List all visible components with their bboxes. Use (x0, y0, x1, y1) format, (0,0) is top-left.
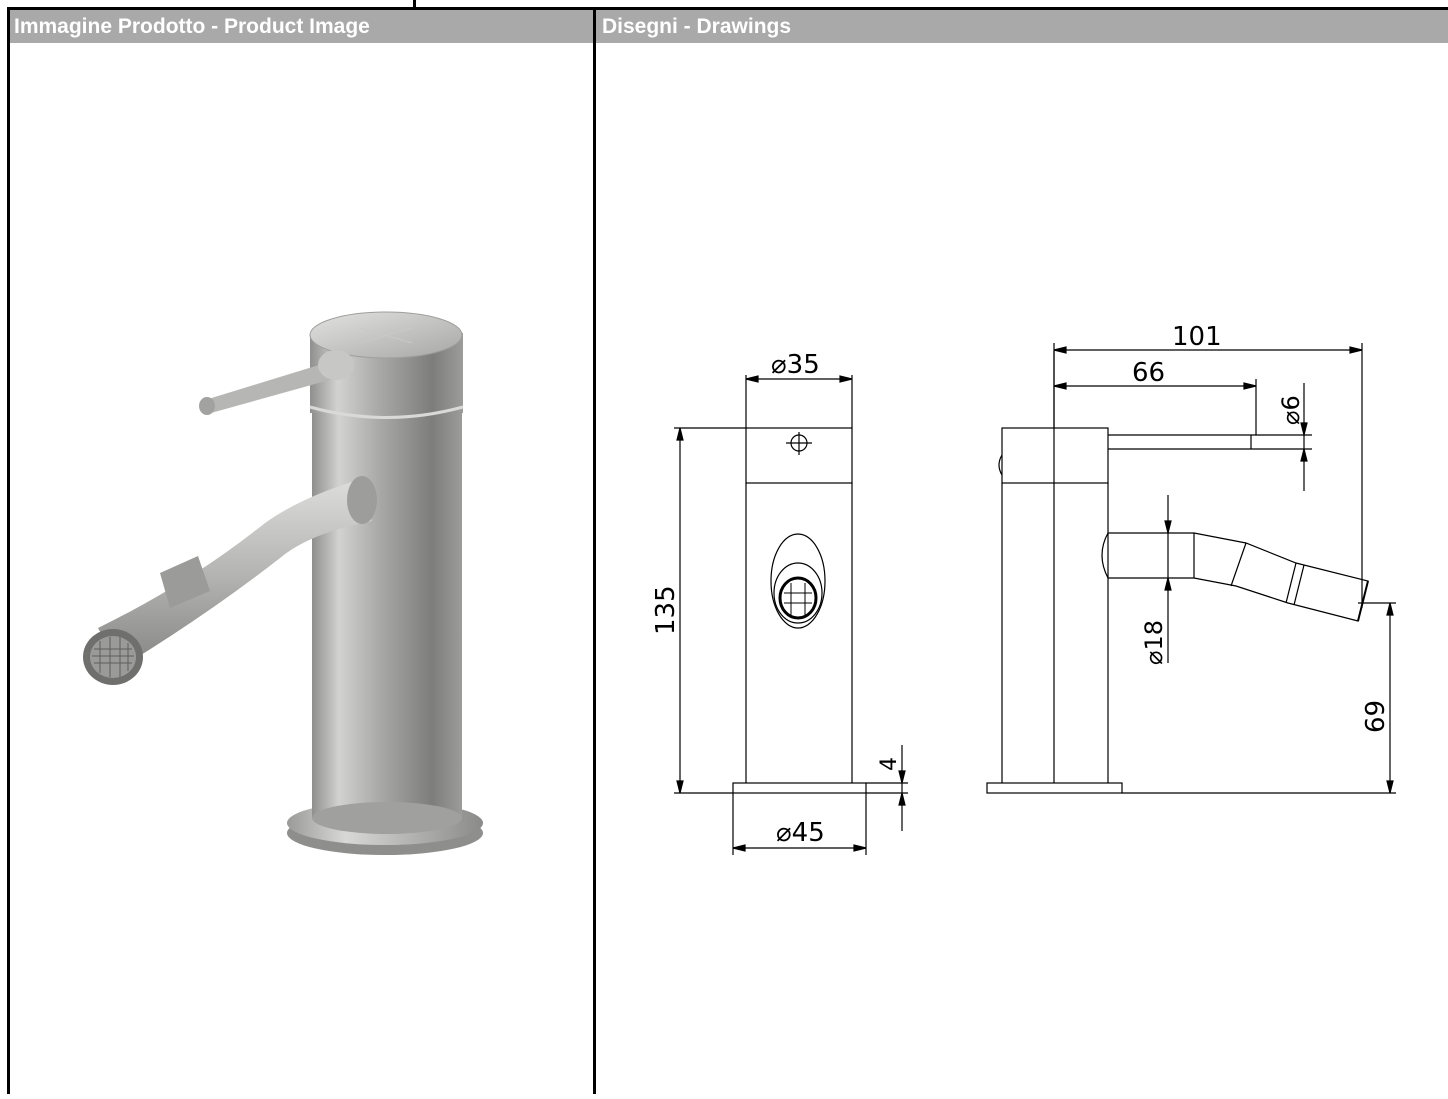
dim-lever-reach: 66 (1132, 358, 1165, 388)
drawings-panel: ⌀35 135 ⌀45 4 (596, 43, 1448, 1094)
faucet-body (312, 363, 462, 818)
side-view: 101 66 ⌀6 ⌀18 (986, 322, 1396, 794)
dim-body-diameter: ⌀35 (771, 350, 820, 380)
lever (205, 361, 340, 413)
top-cell-divider (413, 0, 416, 8)
top-border (8, 7, 1448, 10)
dim-spout-diameter: ⌀18 (1140, 620, 1168, 665)
dim-base-thickness: 4 (877, 757, 902, 771)
product-image (83, 311, 483, 855)
dim-total-height: 135 (651, 585, 681, 635)
spout (98, 481, 372, 668)
technical-drawing: ⌀35 135 ⌀45 4 (651, 322, 1396, 855)
dim-base-diameter: ⌀45 (776, 818, 825, 848)
product-image-header: Immagine Prodotto - Product Image (10, 10, 593, 43)
dim-lever-diameter: ⌀6 (1277, 395, 1305, 425)
column-divider (593, 7, 596, 1094)
dim-spout-height: 69 (1361, 700, 1391, 733)
dim-total-depth: 101 (1172, 322, 1222, 352)
drawings-header: Disegni - Drawings (596, 10, 1448, 43)
left-border (7, 7, 10, 1094)
front-view: ⌀35 135 ⌀45 4 (651, 350, 908, 855)
product-image-panel (10, 43, 593, 1094)
